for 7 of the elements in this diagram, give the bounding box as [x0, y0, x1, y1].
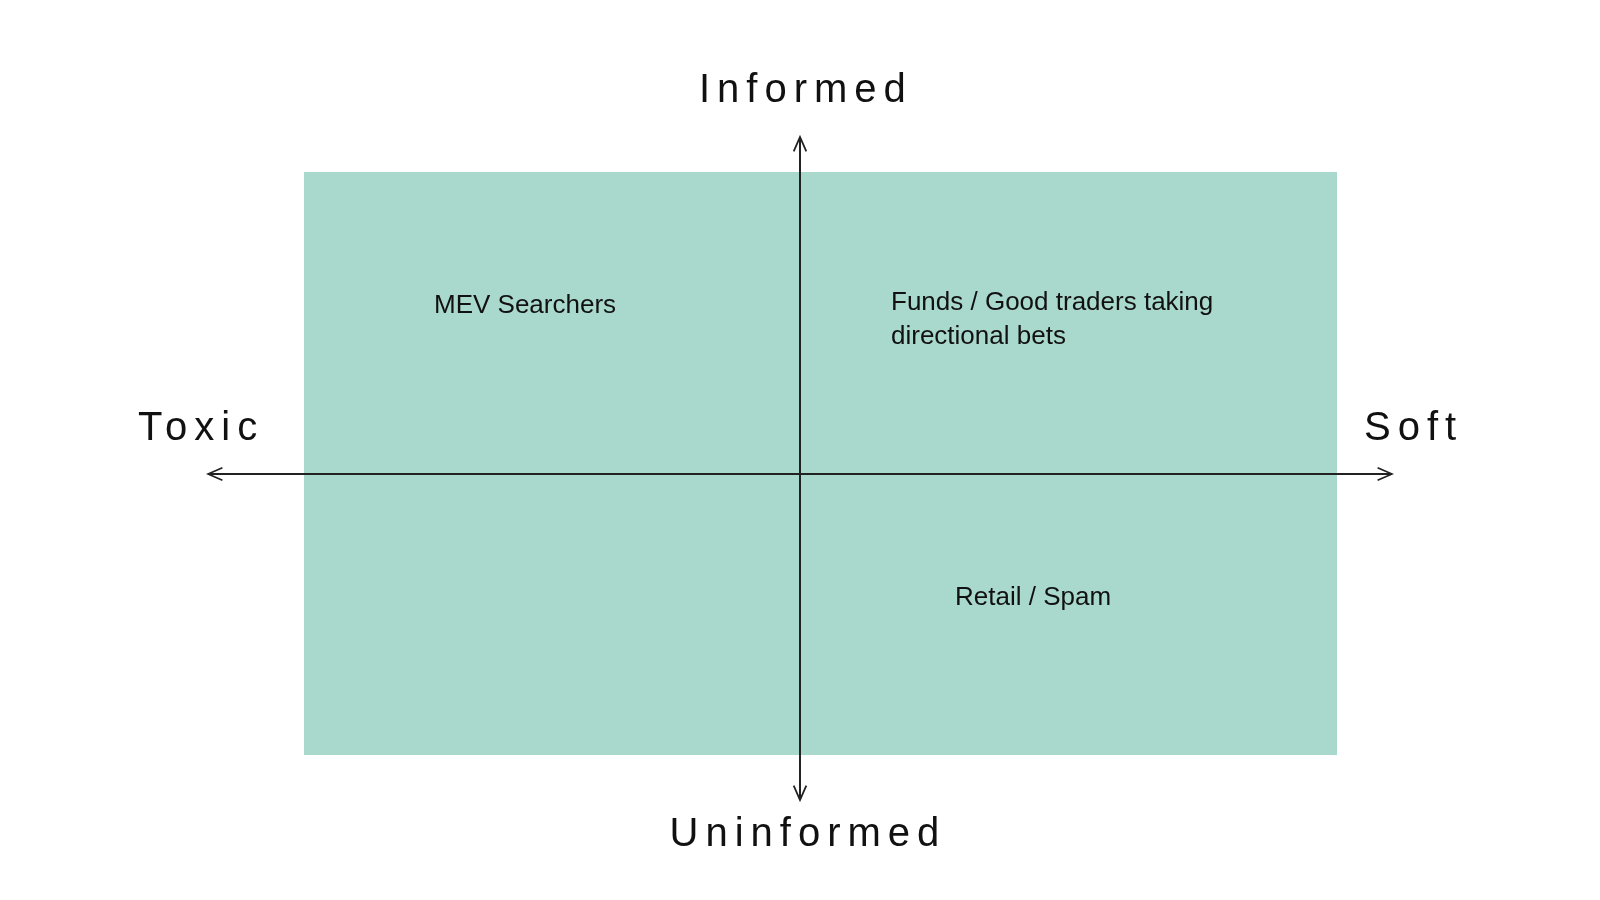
axis-label: Informed [699, 65, 913, 112]
axis-label: Soft [1364, 403, 1464, 450]
axis-label: Toxic [138, 403, 265, 450]
axis-label: Uninformed [669, 809, 947, 856]
quadrant-label: Retail / Spam [955, 580, 1112, 613]
quadrant-label: MEV Searchers [434, 288, 617, 321]
quadrant-label: Funds / Good traders taking directional bets [891, 285, 1215, 352]
